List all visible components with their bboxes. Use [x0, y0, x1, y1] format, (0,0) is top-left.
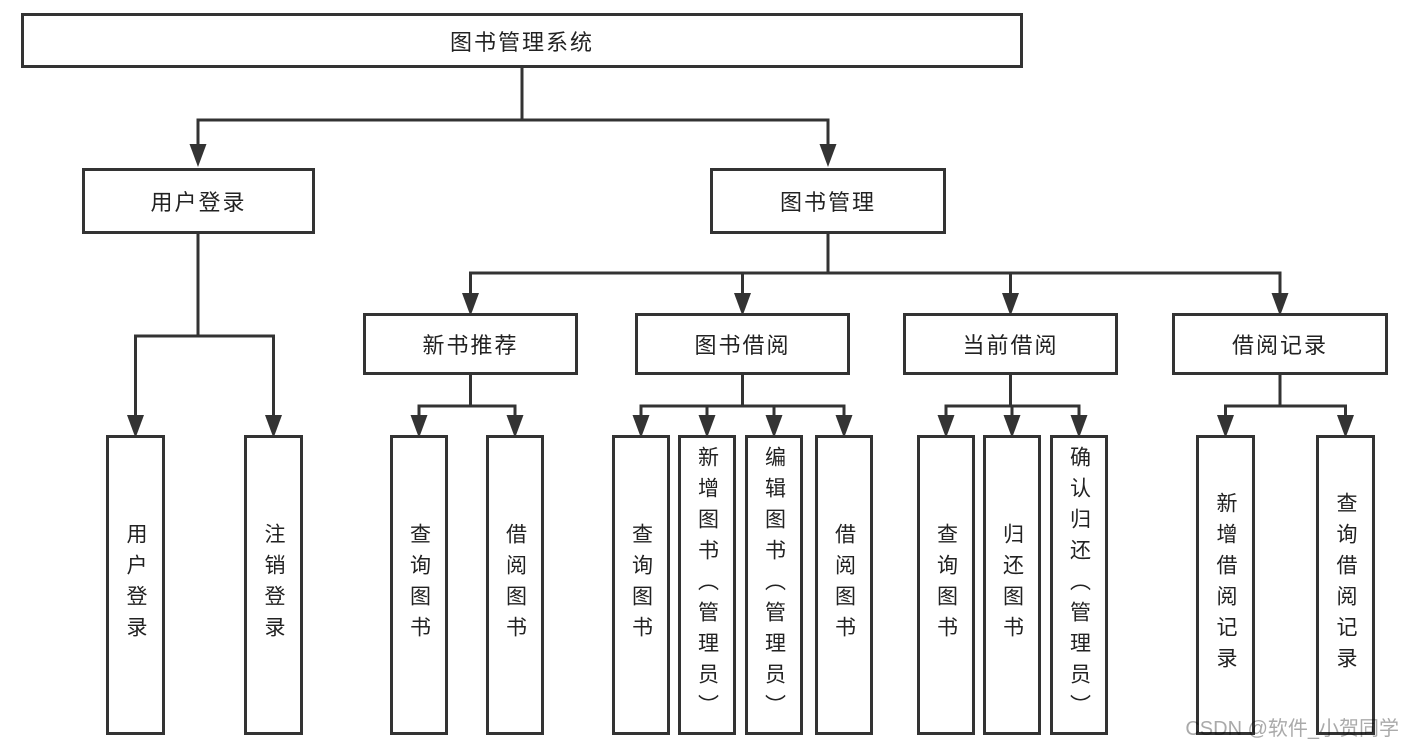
- node-book-borrow-label: 图书借阅: [694, 333, 791, 358]
- node-leaf-return-book-label: 归还图书: [1000, 523, 1024, 647]
- node-leaf-user-login: 用户登录: [106, 435, 165, 735]
- node-leaf-borrow-books-1-label: 借阅图书: [503, 523, 527, 647]
- node-current-borrow-label: 当前借阅: [962, 333, 1059, 358]
- node-leaf-edit-book-admin-label: 编辑图书（管理员）: [762, 445, 786, 725]
- node-user-login: 用户登录: [82, 168, 315, 234]
- node-leaf-query-borrow-record: 查询借阅记录: [1316, 435, 1375, 735]
- node-leaf-logout-label: 注销登录: [262, 523, 285, 647]
- node-root-label: 图书管理系统: [449, 29, 594, 55]
- node-current-borrow: 当前借阅: [903, 313, 1118, 375]
- node-leaf-confirm-return-admin: 确认归还（管理员）: [1050, 435, 1108, 735]
- node-leaf-query-borrow-record-label: 查询借阅记录: [1334, 492, 1357, 678]
- node-user-login-label: 用户登录: [150, 190, 247, 215]
- node-leaf-borrow-books-1: 借阅图书: [486, 435, 544, 735]
- node-new-book-recommend: 新书推荐: [363, 313, 578, 375]
- node-leaf-query-books-3-label: 查询图书: [934, 523, 958, 647]
- node-leaf-confirm-return-admin-label: 确认归还（管理员）: [1067, 445, 1091, 725]
- node-borrow-records-label: 借阅记录: [1231, 333, 1328, 358]
- node-borrow-records: 借阅记录: [1172, 313, 1388, 375]
- node-leaf-logout: 注销登录: [244, 435, 303, 735]
- node-leaf-query-books-1-label: 查询图书: [407, 523, 431, 647]
- node-leaf-add-book-admin: 新增图书（管理员）: [678, 435, 736, 735]
- node-new-book-recommend-label: 新书推荐: [422, 333, 519, 358]
- node-leaf-add-borrow-record-label: 新增借阅记录: [1214, 492, 1237, 678]
- node-book-management-label: 图书管理: [779, 190, 876, 215]
- node-leaf-query-books-3: 查询图书: [917, 435, 975, 735]
- node-leaf-add-borrow-record: 新增借阅记录: [1196, 435, 1255, 735]
- node-leaf-query-books-2: 查询图书: [612, 435, 670, 735]
- node-leaf-user-login-label: 用户登录: [124, 523, 147, 647]
- node-leaf-query-books-1: 查询图书: [390, 435, 448, 735]
- node-root: 图书管理系统: [21, 13, 1023, 68]
- node-leaf-borrow-books-2-label: 借阅图书: [832, 523, 856, 647]
- node-leaf-borrow-books-2: 借阅图书: [815, 435, 873, 735]
- node-leaf-query-books-2-label: 查询图书: [629, 523, 653, 647]
- node-book-management: 图书管理: [710, 168, 946, 234]
- node-leaf-edit-book-admin: 编辑图书（管理员）: [745, 435, 803, 735]
- node-book-borrow: 图书借阅: [635, 313, 850, 375]
- watermark-text: CSDN @软件_小贺同学: [1185, 718, 1399, 740]
- node-leaf-add-book-admin-label: 新增图书（管理员）: [695, 445, 719, 725]
- node-leaf-return-book: 归还图书: [983, 435, 1041, 735]
